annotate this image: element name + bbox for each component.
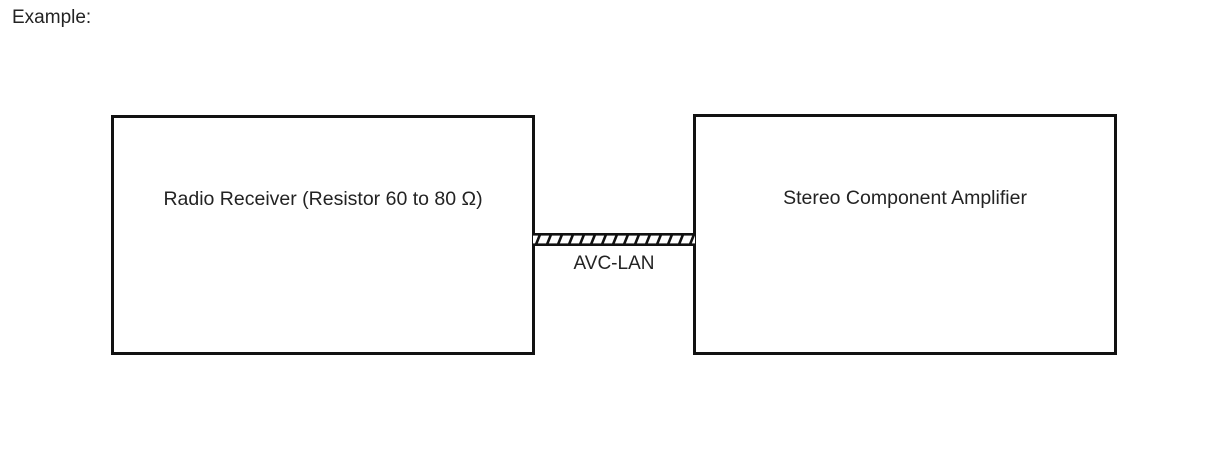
avc-lan-bus-label: AVC-LAN	[573, 253, 655, 274]
block-stereo-amplifier: Stereo Component Amplifier	[693, 114, 1117, 355]
block-stereo-amplifier-label: Stereo Component Amplifier	[783, 187, 1027, 209]
block-radio-receiver-label: Radio Receiver (Resistor 60 to 80 Ω)	[163, 188, 483, 210]
avc-lan-bus-connector	[533, 233, 695, 246]
example-caption: Example:	[12, 7, 92, 28]
block-radio-receiver: Radio Receiver (Resistor 60 to 80 Ω)	[111, 115, 535, 355]
hatched-bar-icon	[533, 233, 695, 246]
